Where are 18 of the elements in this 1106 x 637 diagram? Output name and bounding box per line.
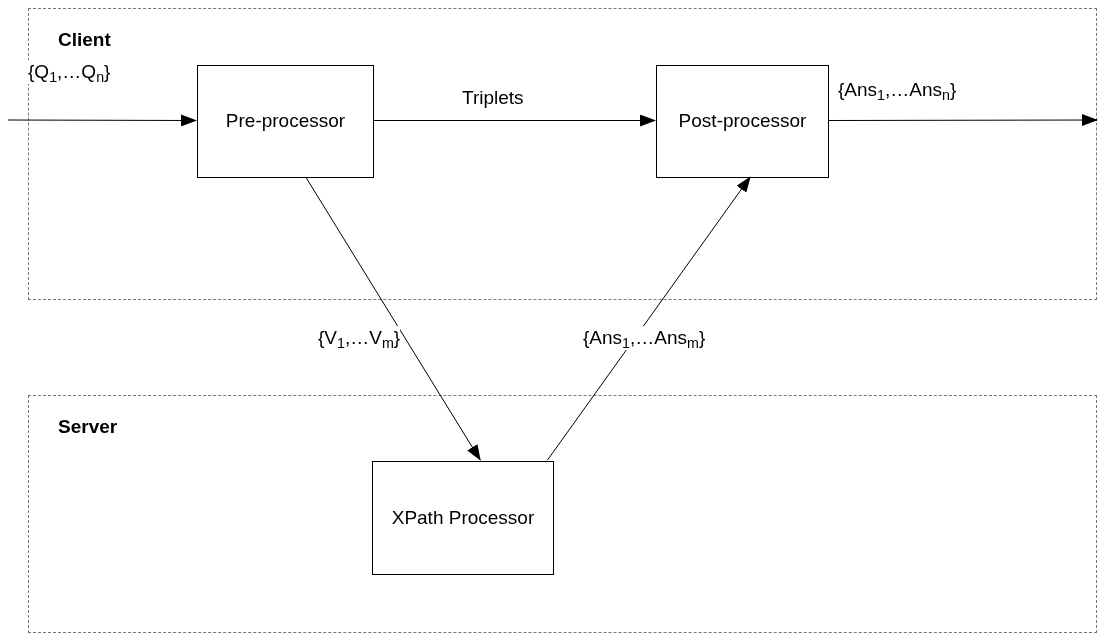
process-box bbox=[372, 461, 554, 575]
region-title: Server bbox=[58, 415, 118, 439]
arrow bbox=[372, 114, 656, 127]
arrow bbox=[827, 114, 1098, 127]
box-label: XPath Processor bbox=[390, 505, 536, 530]
dashed-region bbox=[28, 395, 1097, 633]
arrow bbox=[547, 176, 751, 461]
edge-label: {V$_{1}$,…V$_{m}$} bbox=[318, 326, 401, 350]
arrow bbox=[305, 176, 481, 461]
process-box bbox=[656, 65, 829, 178]
edge-label: {Ans$_{1}$,…Ans$_{m}$} bbox=[583, 326, 706, 350]
dashed-region bbox=[28, 8, 1097, 300]
arrow bbox=[7, 114, 197, 127]
edge-label: {Q$_{1}$,…Q$_{n}$} bbox=[28, 60, 111, 84]
region-title: Client bbox=[58, 28, 111, 52]
box-label: Post-processor bbox=[677, 109, 808, 134]
process-box bbox=[197, 65, 374, 178]
box-label: Pre-processor bbox=[224, 109, 347, 134]
